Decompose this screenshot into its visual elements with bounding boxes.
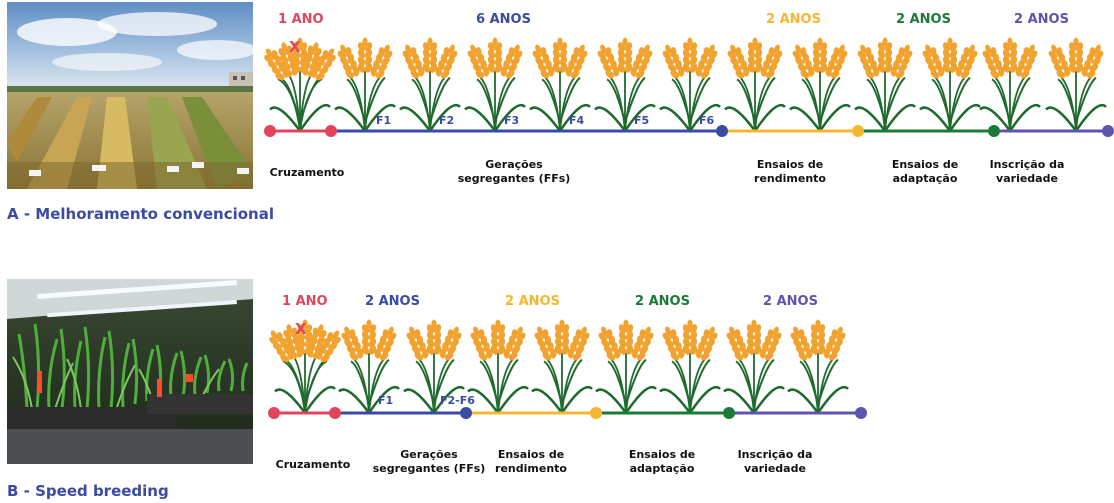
timeline-node (264, 125, 276, 137)
gen-label-f3: F3 (504, 114, 520, 127)
cross-mark-b: X (295, 320, 307, 338)
gen-label-f1-b: F1 (378, 394, 394, 407)
stage-segregating-a: Gerações segregantes (FFs) (458, 158, 571, 186)
wheat-plant-icon (789, 37, 851, 132)
wheat-plant-icon (919, 37, 981, 132)
wheat-plant-icon (1045, 37, 1107, 132)
timeline-node (329, 407, 341, 419)
gen-label-f2-f6-b: F2-F6 (440, 394, 475, 407)
wheat-plant-icon (979, 37, 1041, 132)
wheat-plant-icon (659, 37, 721, 132)
section-a-label: A - Melhoramento convencional (7, 205, 274, 223)
greenhouse-seedlings-photo (7, 279, 253, 464)
years-segregating-b: 2 ANOS (365, 294, 420, 309)
stage-adaptation-b: Ensaios de adaptação (629, 448, 695, 476)
cross-mark-a: X (289, 38, 301, 56)
stage-line1: Cruzamento (269, 166, 345, 179)
stage-line1: Inscrição da (989, 158, 1065, 171)
stage-line2: adaptação (892, 172, 958, 185)
wheat-plant-icon (787, 319, 849, 414)
gen-label-f1: F1 (376, 114, 392, 127)
stage-line1: Gerações (485, 158, 543, 171)
stage-yield-b: Ensaios de rendimento (495, 448, 567, 476)
stage-line2: segregantes (FFs) (372, 462, 486, 475)
stage-registration-b: Inscrição da variedade (738, 448, 813, 476)
years-adaptation-a: 2 ANOS (896, 12, 951, 27)
stage-crossing-a: Cruzamento (270, 166, 345, 180)
wheat-plant-icon (467, 319, 529, 414)
stage-line2: adaptação (629, 462, 695, 475)
wheat-plant-icon (531, 319, 593, 414)
timeline-node (1102, 125, 1114, 137)
years-yield-b: 2 ANOS (505, 294, 560, 309)
stage-line2: variedade (996, 172, 1058, 185)
stage-yield-a: Ensaios de rendimento (754, 158, 826, 186)
years-yield-a: 2 ANOS (766, 12, 821, 27)
stage-line1: Ensaios de (628, 448, 696, 461)
stage-line1: Ensaios de (497, 448, 565, 461)
gen-label-f5: F5 (634, 114, 650, 127)
stage-line1: Gerações (400, 448, 458, 461)
wheat-plant-icon (854, 37, 916, 132)
timeline-node (268, 407, 280, 419)
wheat-plant-icon (403, 319, 465, 414)
timeline-node (855, 407, 867, 419)
timeline-node (716, 125, 728, 137)
stage-line1: Cruzamento (275, 458, 351, 471)
stage-line1: Ensaios de (891, 158, 959, 171)
gen-label-f6: F6 (699, 114, 715, 127)
years-adaptation-b: 2 ANOS (635, 294, 690, 309)
wheat-plant-icon (595, 319, 657, 414)
wheat-plant-icon (269, 319, 341, 414)
wheat-plant-icon (723, 319, 785, 414)
wheat-plant-icon (529, 37, 591, 132)
stage-line2: rendimento (495, 462, 567, 475)
gen-label-f2: F2 (439, 114, 455, 127)
timeline-node (460, 407, 472, 419)
wheat-plant-icon (334, 37, 396, 132)
wheat-plant-icon (724, 37, 786, 132)
years-crossing-a: 1 ANO (278, 12, 324, 27)
section-b-label: B - Speed breeding (7, 482, 169, 500)
stage-line2: variedade (744, 462, 806, 475)
timeline-node (590, 407, 602, 419)
stage-line1: Ensaios de (756, 158, 824, 171)
years-registration-a: 2 ANOS (1014, 12, 1069, 27)
stage-line1: Inscrição da (737, 448, 813, 461)
stage-registration-a: Inscrição da variedade (990, 158, 1065, 186)
stage-segregating-b: Gerações segregantes (FFs) (373, 448, 486, 476)
wheat-plant-icon (464, 37, 526, 132)
wheat-plant-icon (264, 37, 336, 132)
wheat-field-photo (7, 2, 253, 189)
years-segregating-a: 6 ANOS (476, 12, 531, 27)
timeline-node (325, 125, 337, 137)
stage-adaptation-a: Ensaios de adaptação (892, 158, 958, 186)
stage-line2: segregantes (FFs) (457, 172, 571, 185)
wheat-plant-icon (594, 37, 656, 132)
gen-label-f4: F4 (569, 114, 585, 127)
years-registration-b: 2 ANOS (763, 294, 818, 309)
years-crossing-b: 1 ANO (282, 294, 328, 309)
stage-crossing-b: Cruzamento (276, 458, 351, 472)
stage-line2: rendimento (754, 172, 826, 185)
wheat-plant-icon (659, 319, 721, 414)
timeline-node (723, 407, 735, 419)
wheat-plant-icon (338, 319, 400, 414)
wheat-plant-icon (399, 37, 461, 132)
timeline-node (988, 125, 1000, 137)
timeline-node (852, 125, 864, 137)
